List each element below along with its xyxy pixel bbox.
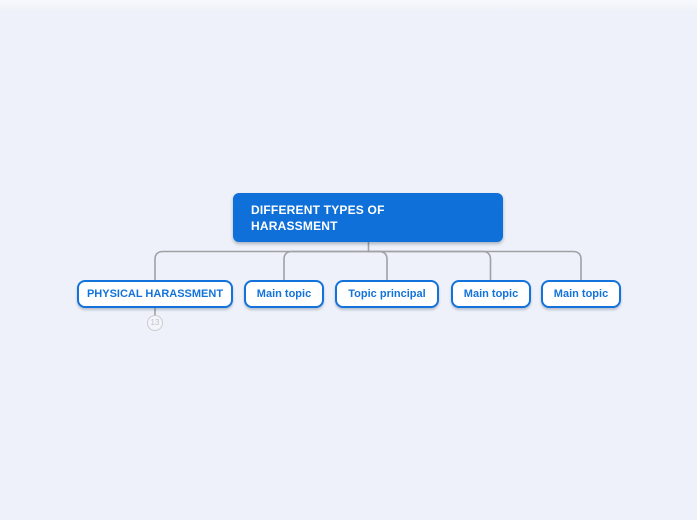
- root-topic-label: DIFFERENT TYPES OF HARASSMENT: [251, 202, 385, 233]
- child-node-main-topic-3[interactable]: Main topic: [541, 280, 621, 308]
- child-node-main-topic-1[interactable]: Main topic: [244, 280, 324, 308]
- connector-child-3: [367, 250, 388, 282]
- child-node-label: Topic principal: [348, 288, 426, 300]
- child-node-label: Main topic: [463, 288, 519, 300]
- child-node-label: PHYSICAL HARASSMENT: [86, 288, 224, 300]
- child-node-main-topic-2[interactable]: Main topic: [451, 280, 531, 308]
- child-node-topic-principal[interactable]: Topic principal: [335, 280, 439, 308]
- child-node-physical-harassment[interactable]: PHYSICAL HARASSMENT: [77, 280, 233, 308]
- connector-child-4: [367, 250, 492, 282]
- connector-child-5: [367, 250, 582, 282]
- child-node-label: Main topic: [553, 288, 609, 300]
- connector-child-1: [154, 250, 370, 282]
- root-topic-node[interactable]: DIFFERENT TYPES OF HARASSMENT: [233, 193, 503, 242]
- collapsed-count-value: 13: [150, 318, 160, 327]
- connector-child-2: [283, 250, 370, 282]
- child-node-label: Main topic: [256, 288, 312, 300]
- collapsed-count-badge[interactable]: 13: [147, 315, 163, 331]
